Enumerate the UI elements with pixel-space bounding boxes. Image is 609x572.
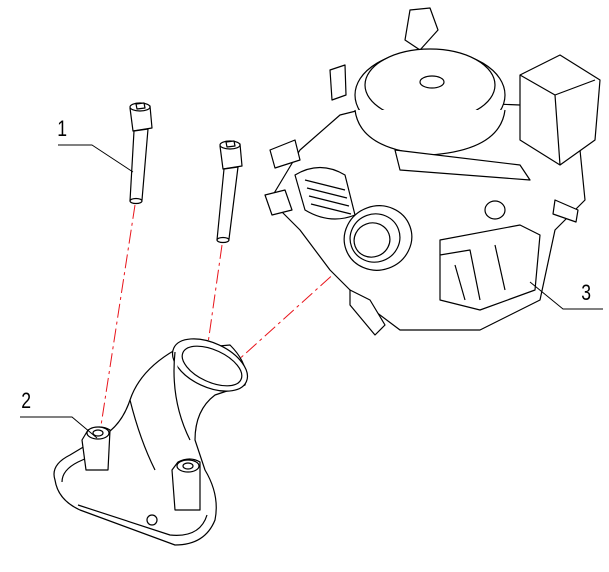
callout-1: 1 [57,116,68,141]
callout-3: 3 [581,280,592,305]
callout-2: 2 [21,388,32,413]
intake-manifold [53,338,249,546]
carburetor [264,7,601,336]
bolt-1 [129,102,153,205]
bolt-2 [216,140,243,244]
leader-lines [20,144,603,439]
